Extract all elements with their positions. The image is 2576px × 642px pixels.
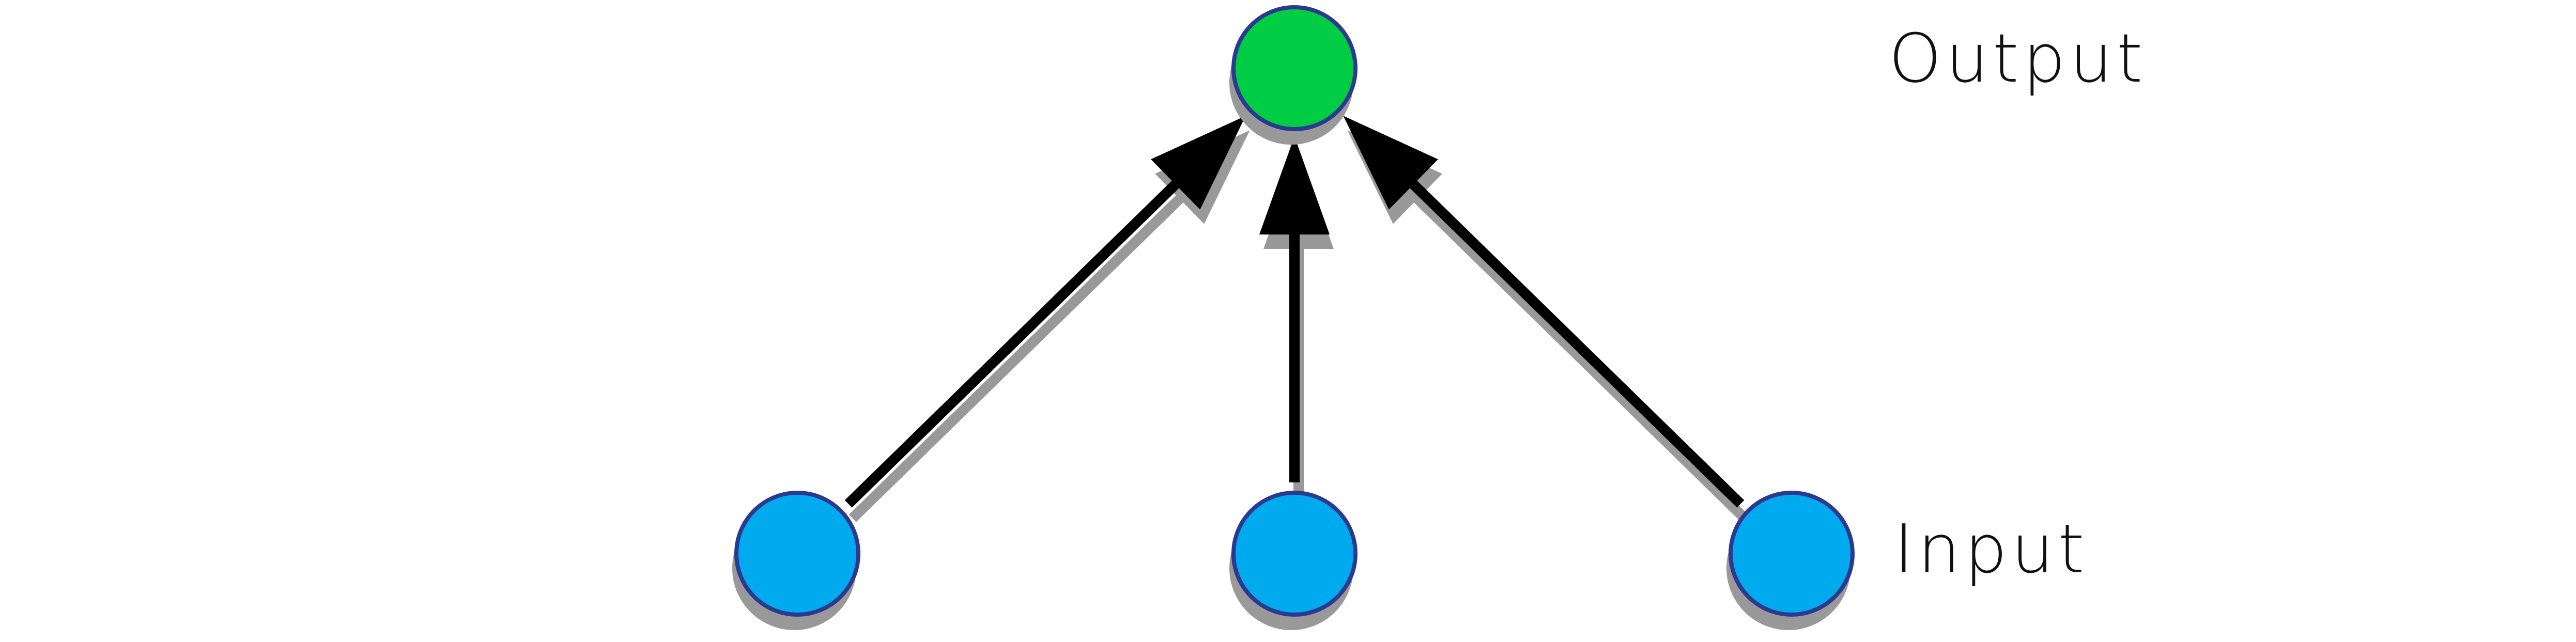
edge-arrow-2-head — [1343, 116, 1438, 210]
nodes-layer — [732, 5, 1855, 630]
edge-shadow-2-line — [1410, 191, 1749, 522]
edge-arrow — [1259, 136, 1330, 482]
output-node — [1229, 5, 1358, 145]
input-node-center-circle — [1231, 491, 1358, 617]
edge-arrow-0-line — [844, 177, 1183, 508]
edge-shadow-0-line — [849, 191, 1187, 522]
input-node-right — [1726, 491, 1855, 630]
output-node-circle — [1231, 5, 1358, 131]
input-node-left — [732, 491, 860, 630]
edge-input-node-left-to-output-node — [844, 116, 1250, 522]
edge-arrow-2-line — [1406, 177, 1745, 508]
input-node-center — [1229, 491, 1358, 630]
edges-layer — [844, 116, 1749, 522]
input-node-left-circle — [734, 491, 860, 617]
edge-arrow-1-head — [1259, 136, 1330, 234]
edge-arrow-0-head — [1151, 116, 1246, 210]
edge-input-node-center-to-output-node — [1259, 136, 1334, 497]
edge-input-node-right-to-output-node — [1343, 116, 1749, 522]
output-label: Output — [1889, 19, 2147, 98]
input-node-right-circle — [1729, 491, 1855, 617]
edge-arrow — [1343, 116, 1745, 508]
edge-arrow — [844, 116, 1246, 508]
input-label: Input — [1894, 510, 2089, 588]
